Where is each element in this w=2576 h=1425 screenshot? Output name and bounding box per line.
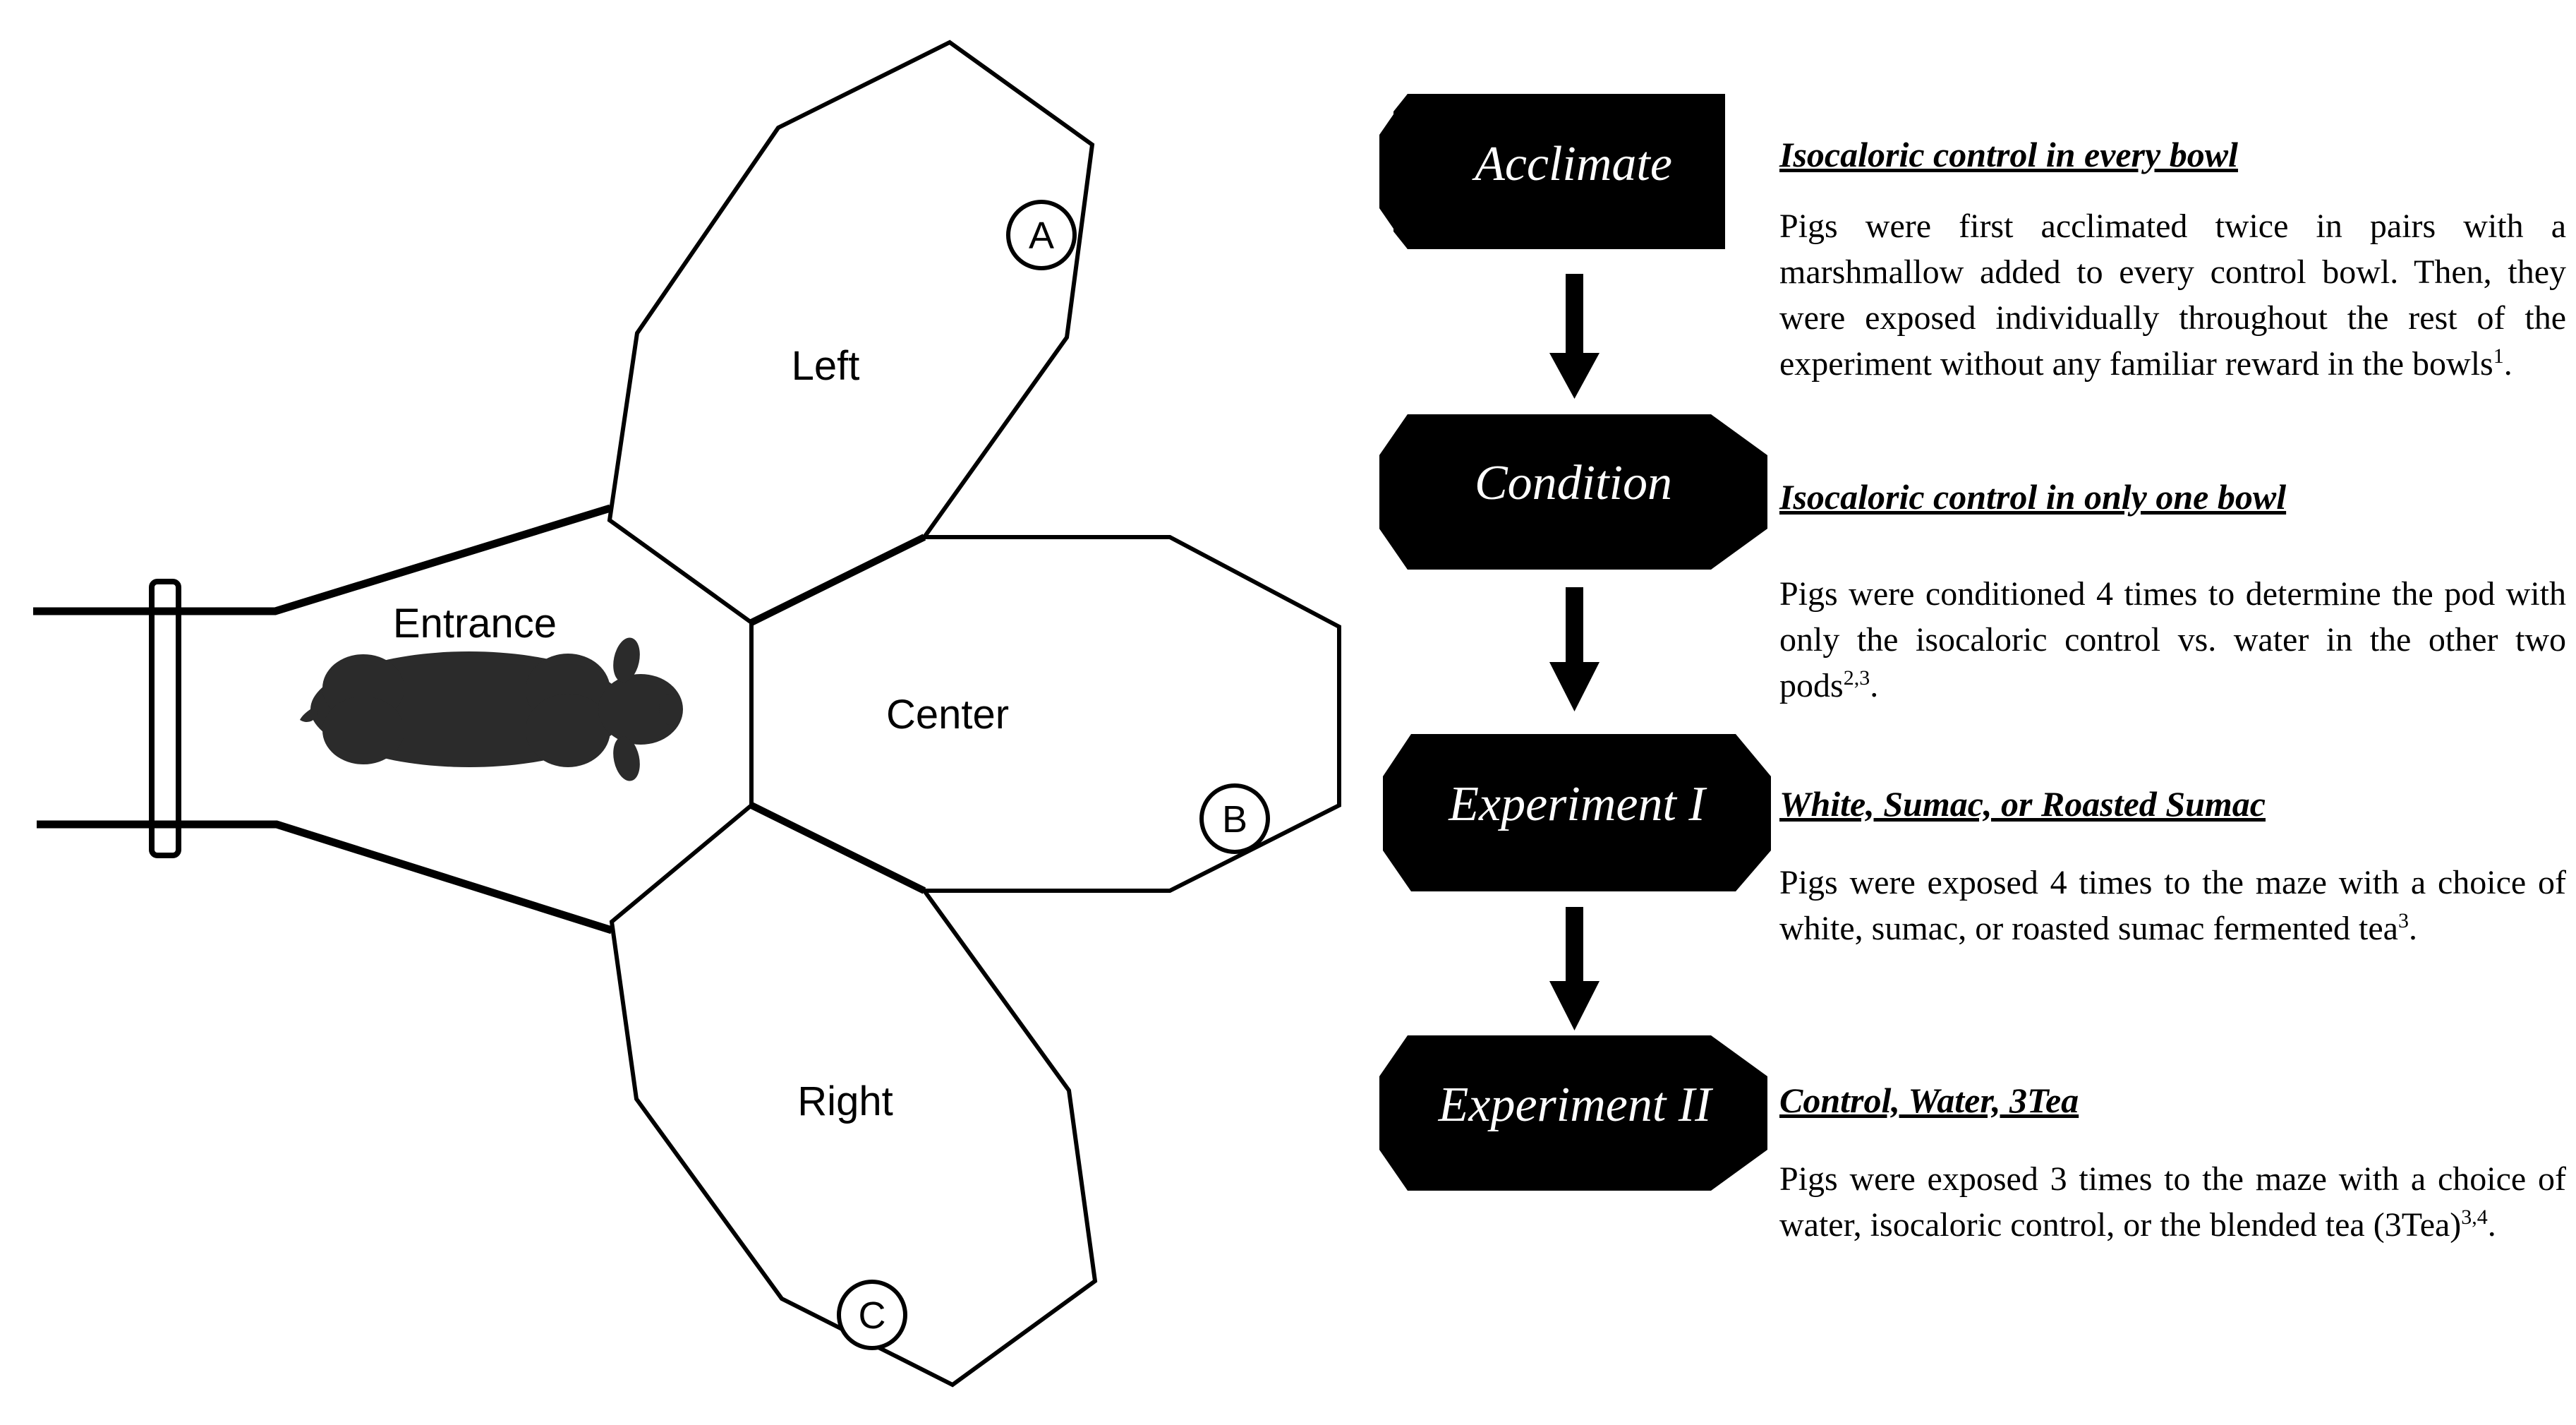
stage-experiment-2-text: Pigs were exposed 3 times to the maze wi… <box>1779 1160 2566 1244</box>
footnote-marker: 2,3 <box>1843 666 1870 690</box>
footnote-marker: 3,4 <box>2461 1205 2488 1229</box>
entrance-corridor <box>33 504 613 934</box>
stage-acclimate-description: Isocaloric control in every bowl Pigs we… <box>1779 134 2566 387</box>
stage-experiment-1-label: Experiment I <box>1448 777 1707 831</box>
stage-condition-heading: Isocaloric control in only one bowl <box>1779 477 2287 517</box>
stage-condition-label: Condition <box>1475 456 1672 510</box>
bowl-a-label: A <box>1029 215 1054 257</box>
divider-left-center <box>749 534 926 626</box>
stage-experiment-1-text: Pigs were exposed 4 times to the maze wi… <box>1779 864 2566 947</box>
corridor-bottom-wall <box>37 820 613 934</box>
center-pod-label: Center <box>886 692 1009 738</box>
bowl-c-label: C <box>859 1294 886 1337</box>
bowl-b-label: B <box>1222 798 1247 841</box>
stage-condition-text: Pigs were conditioned 4 times to determi… <box>1779 575 2566 704</box>
stage-condition: Condition <box>1379 414 1767 570</box>
stage-acclimate-heading: Isocaloric control in every bowl <box>1779 135 2238 174</box>
footnote-marker: 3 <box>2397 909 2409 932</box>
arrow-down-icon <box>1549 274 1600 399</box>
stage-experiment-1-description: White, Sumac, or Roasted Sumac Pigs were… <box>1779 783 2566 951</box>
stage-acclimate: Acclimate <box>1379 94 1725 249</box>
arrow-down-icon <box>1549 907 1600 1030</box>
stage-experiment-1-heading: White, Sumac, or Roasted Sumac <box>1779 784 2266 824</box>
stage-acclimate-right-octagon <box>1711 94 1725 249</box>
divider-center-right <box>749 802 926 894</box>
pig-icon <box>300 637 683 781</box>
corridor-top-wall <box>33 504 612 615</box>
stage-acclimate-label: Acclimate <box>1472 137 1672 191</box>
stage-experiment-2-heading: Control, Water, 3Tea <box>1779 1081 2079 1120</box>
entrance-gate <box>149 579 181 858</box>
maze-pods <box>607 40 1341 1388</box>
entrance-label: Entrance <box>393 601 557 647</box>
stage-experiment-1: Experiment I <box>1383 734 1771 891</box>
arrow-down-icon <box>1549 587 1600 711</box>
stage-experiment-2-label: Experiment II <box>1438 1078 1714 1132</box>
bowl-a: A <box>1006 200 1077 270</box>
bowl-c: C <box>837 1280 907 1350</box>
footnote-marker: 1 <box>2493 344 2504 368</box>
right-pod-label: Right <box>797 1078 893 1124</box>
stage-acclimate-text: Pigs were first acclimated twice in pair… <box>1779 208 2566 383</box>
stage-condition-description: Isocaloric control in only one bowl Pigs… <box>1779 476 2566 709</box>
left-pod-label: Left <box>792 343 860 389</box>
stage-experiment-2: Experiment II <box>1379 1035 1767 1191</box>
stage-experiment-2-description: Control, Water, 3Tea Pigs were exposed 3… <box>1779 1080 2566 1248</box>
bowl-b: B <box>1199 783 1270 854</box>
